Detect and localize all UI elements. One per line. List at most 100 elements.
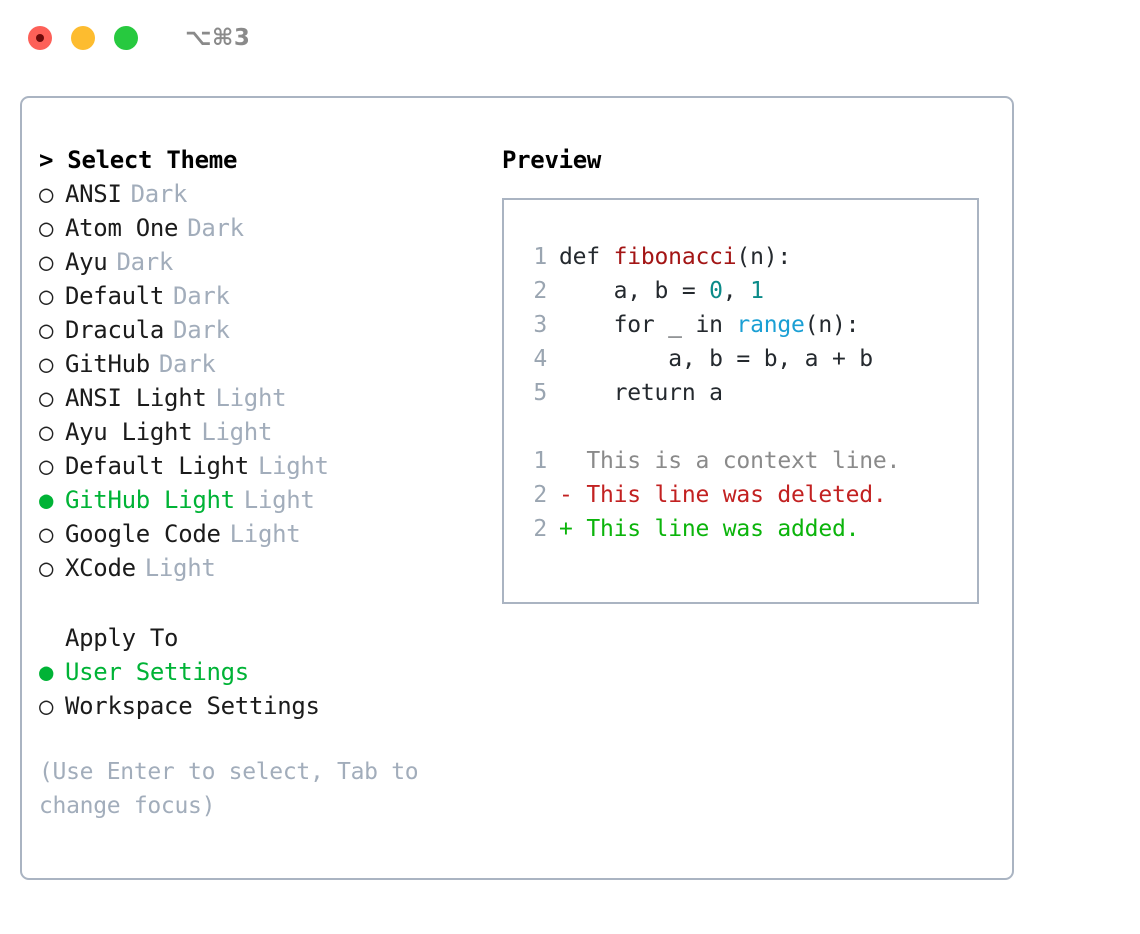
theme-option-label: ANSI [65, 180, 122, 208]
code-token-plain: return a [613, 380, 723, 406]
apply-to-option-user-settings[interactable]: ● User Settings [39, 655, 499, 689]
theme-option-tag: Light [215, 384, 287, 412]
code-line: 3 for _ in range(n): [521, 308, 977, 342]
diff-sample: 1 This is a context line. 2 - This line wa… [521, 444, 977, 546]
theme-option-google-code[interactable]: ○ Google Code Light [39, 517, 499, 551]
apply-to-option-label: User Settings [65, 658, 249, 686]
code-line: 4 a, b = b, a + b [521, 342, 977, 376]
diff-text: This line was added. [586, 516, 860, 542]
code-token-plain: a, b = [613, 278, 710, 304]
diff-sign: + [559, 516, 573, 542]
diff-sign [559, 448, 573, 474]
code-line: 2 a, b = 0, 1 [521, 274, 977, 308]
theme-option-label: Ayu Light [65, 418, 193, 446]
theme-option-tag: Dark [130, 180, 188, 208]
theme-option-tag: Light [243, 486, 315, 514]
theme-option-github[interactable]: ○ GitHub Dark [39, 347, 499, 381]
theme-option-label: Google Code [65, 520, 221, 548]
code-token-call: range [736, 312, 805, 338]
code-line-number: 5 [533, 380, 547, 406]
code-token-plain: for _ in [613, 312, 737, 338]
code-line-text: a, b = 0, 1 [559, 274, 764, 308]
code-token-plain: (n): [804, 312, 860, 338]
diff-line-text: This is a context line. [559, 444, 900, 478]
theme-option-ansi-light[interactable]: ○ ANSI Light Light [39, 381, 499, 415]
apply-to-option-workspace-settings[interactable]: ○ Workspace Settings [39, 689, 499, 723]
theme-option-tag: Light [229, 520, 301, 548]
zoom-button-icon[interactable] [114, 26, 138, 50]
minimize-button-icon[interactable] [71, 26, 95, 50]
title-bar: ⌥⌘3 [0, 0, 1140, 76]
code-token-plain: , [722, 278, 751, 304]
radio-selected-icon: ● [39, 658, 54, 686]
code-line-number: 3 [533, 312, 547, 338]
radio-selected-icon: ● [39, 486, 54, 514]
theme-option-tag: Dark [173, 282, 230, 310]
code-line-number: 1 [533, 244, 547, 270]
diff-line-text: + This line was added. [559, 512, 859, 546]
code-line-text: for _ in range(n): [559, 308, 860, 342]
theme-option-tag: Dark [116, 248, 174, 276]
radio-unselected-icon: ○ [39, 316, 54, 344]
keyboard-shortcut-label: ⌥⌘3 [185, 25, 251, 51]
radio-unselected-icon: ○ [39, 692, 54, 720]
theme-option-tag: Dark [187, 214, 244, 242]
theme-option-label: GitHub Light [65, 486, 235, 514]
theme-option-label: Atom One [65, 214, 179, 242]
code-line: 5 return a [521, 376, 977, 410]
diff-text: This is a context line. [586, 448, 901, 474]
radio-unselected-icon: ○ [39, 384, 54, 412]
code-token-num: 1 [750, 278, 764, 304]
radio-unselected-icon: ○ [39, 180, 54, 208]
apply-to-option-label: Workspace Settings [65, 692, 320, 720]
radio-unselected-icon: ○ [39, 350, 54, 378]
radio-unselected-icon: ○ [39, 418, 54, 446]
diff-line-added: 2+ This line was added. [521, 512, 977, 546]
code-token-plain: def [559, 244, 614, 270]
keyboard-hint: (Use Enter to select, Tab to change focu… [39, 759, 419, 819]
close-button-icon[interactable] [28, 26, 52, 50]
apply-to-heading: Apply To [65, 624, 179, 652]
code-line-text: return a [559, 376, 723, 410]
code-line-number: 2 [533, 278, 547, 304]
diff-line-number: 2 [533, 482, 547, 508]
code-token-plain: (n): [736, 244, 792, 270]
radio-unselected-icon: ○ [39, 554, 54, 582]
theme-option-label: ANSI Light [65, 384, 207, 412]
theme-option-github-light[interactable]: ● GitHub Light Light [39, 483, 499, 517]
theme-option-label: GitHub [65, 350, 150, 378]
theme-option-ansi[interactable]: ○ ANSI Dark [39, 177, 499, 211]
radio-unselected-icon: ○ [39, 248, 54, 276]
theme-option-label: Dracula [65, 316, 165, 344]
theme-option-ayu-light[interactable]: ○ Ayu Light Light [39, 415, 499, 449]
traffic-lights [28, 26, 138, 50]
theme-option-tag: Dark [158, 350, 216, 378]
diff-line-deleted: 2 - This line was deleted. [521, 478, 977, 512]
diff-line-context: 1 This is a context line. [521, 444, 977, 478]
diff-line-text: - This line was deleted. [559, 478, 887, 512]
diff-line-number: 1 [533, 448, 547, 474]
code-line-number: 4 [533, 346, 547, 372]
theme-option-label: Default [65, 282, 165, 310]
code-token-plain: a, b = b, a + b [668, 346, 873, 372]
apply-to-heading-row: Apply To [39, 621, 499, 655]
theme-option-tag: Light [201, 418, 273, 446]
theme-option-tag: Light [257, 452, 329, 480]
theme-option-label: XCode [65, 554, 136, 582]
radio-unselected-icon: ○ [39, 520, 54, 548]
diff-text: This line was deleted. [586, 482, 887, 508]
